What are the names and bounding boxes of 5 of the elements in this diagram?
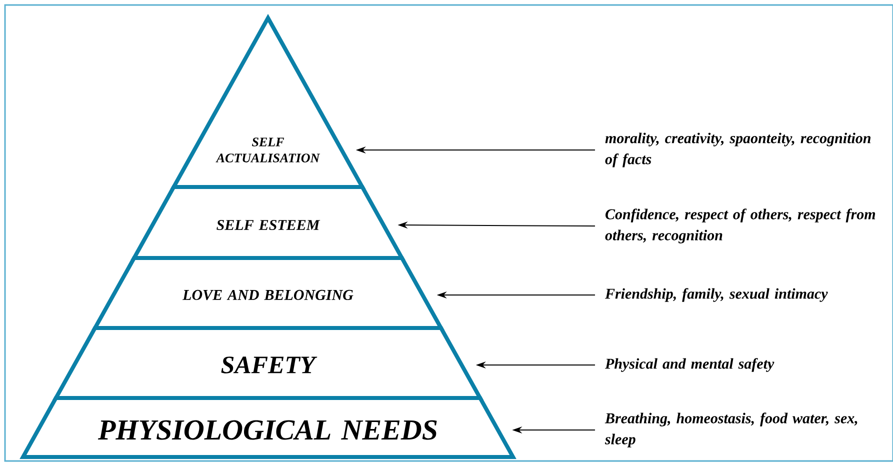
description-text: morality, creativity, spaonteity, recognition of facts bbox=[605, 132, 871, 168]
description-text: Confidence, respect of others, respect from others, recognition bbox=[605, 208, 876, 244]
description-text: Physical and mental safety bbox=[605, 358, 774, 372]
description-text: Friendship, family, sexual intimacy bbox=[605, 288, 828, 302]
description-text: Breathing, homeostasis, food water, sex, sleep bbox=[604, 412, 858, 448]
